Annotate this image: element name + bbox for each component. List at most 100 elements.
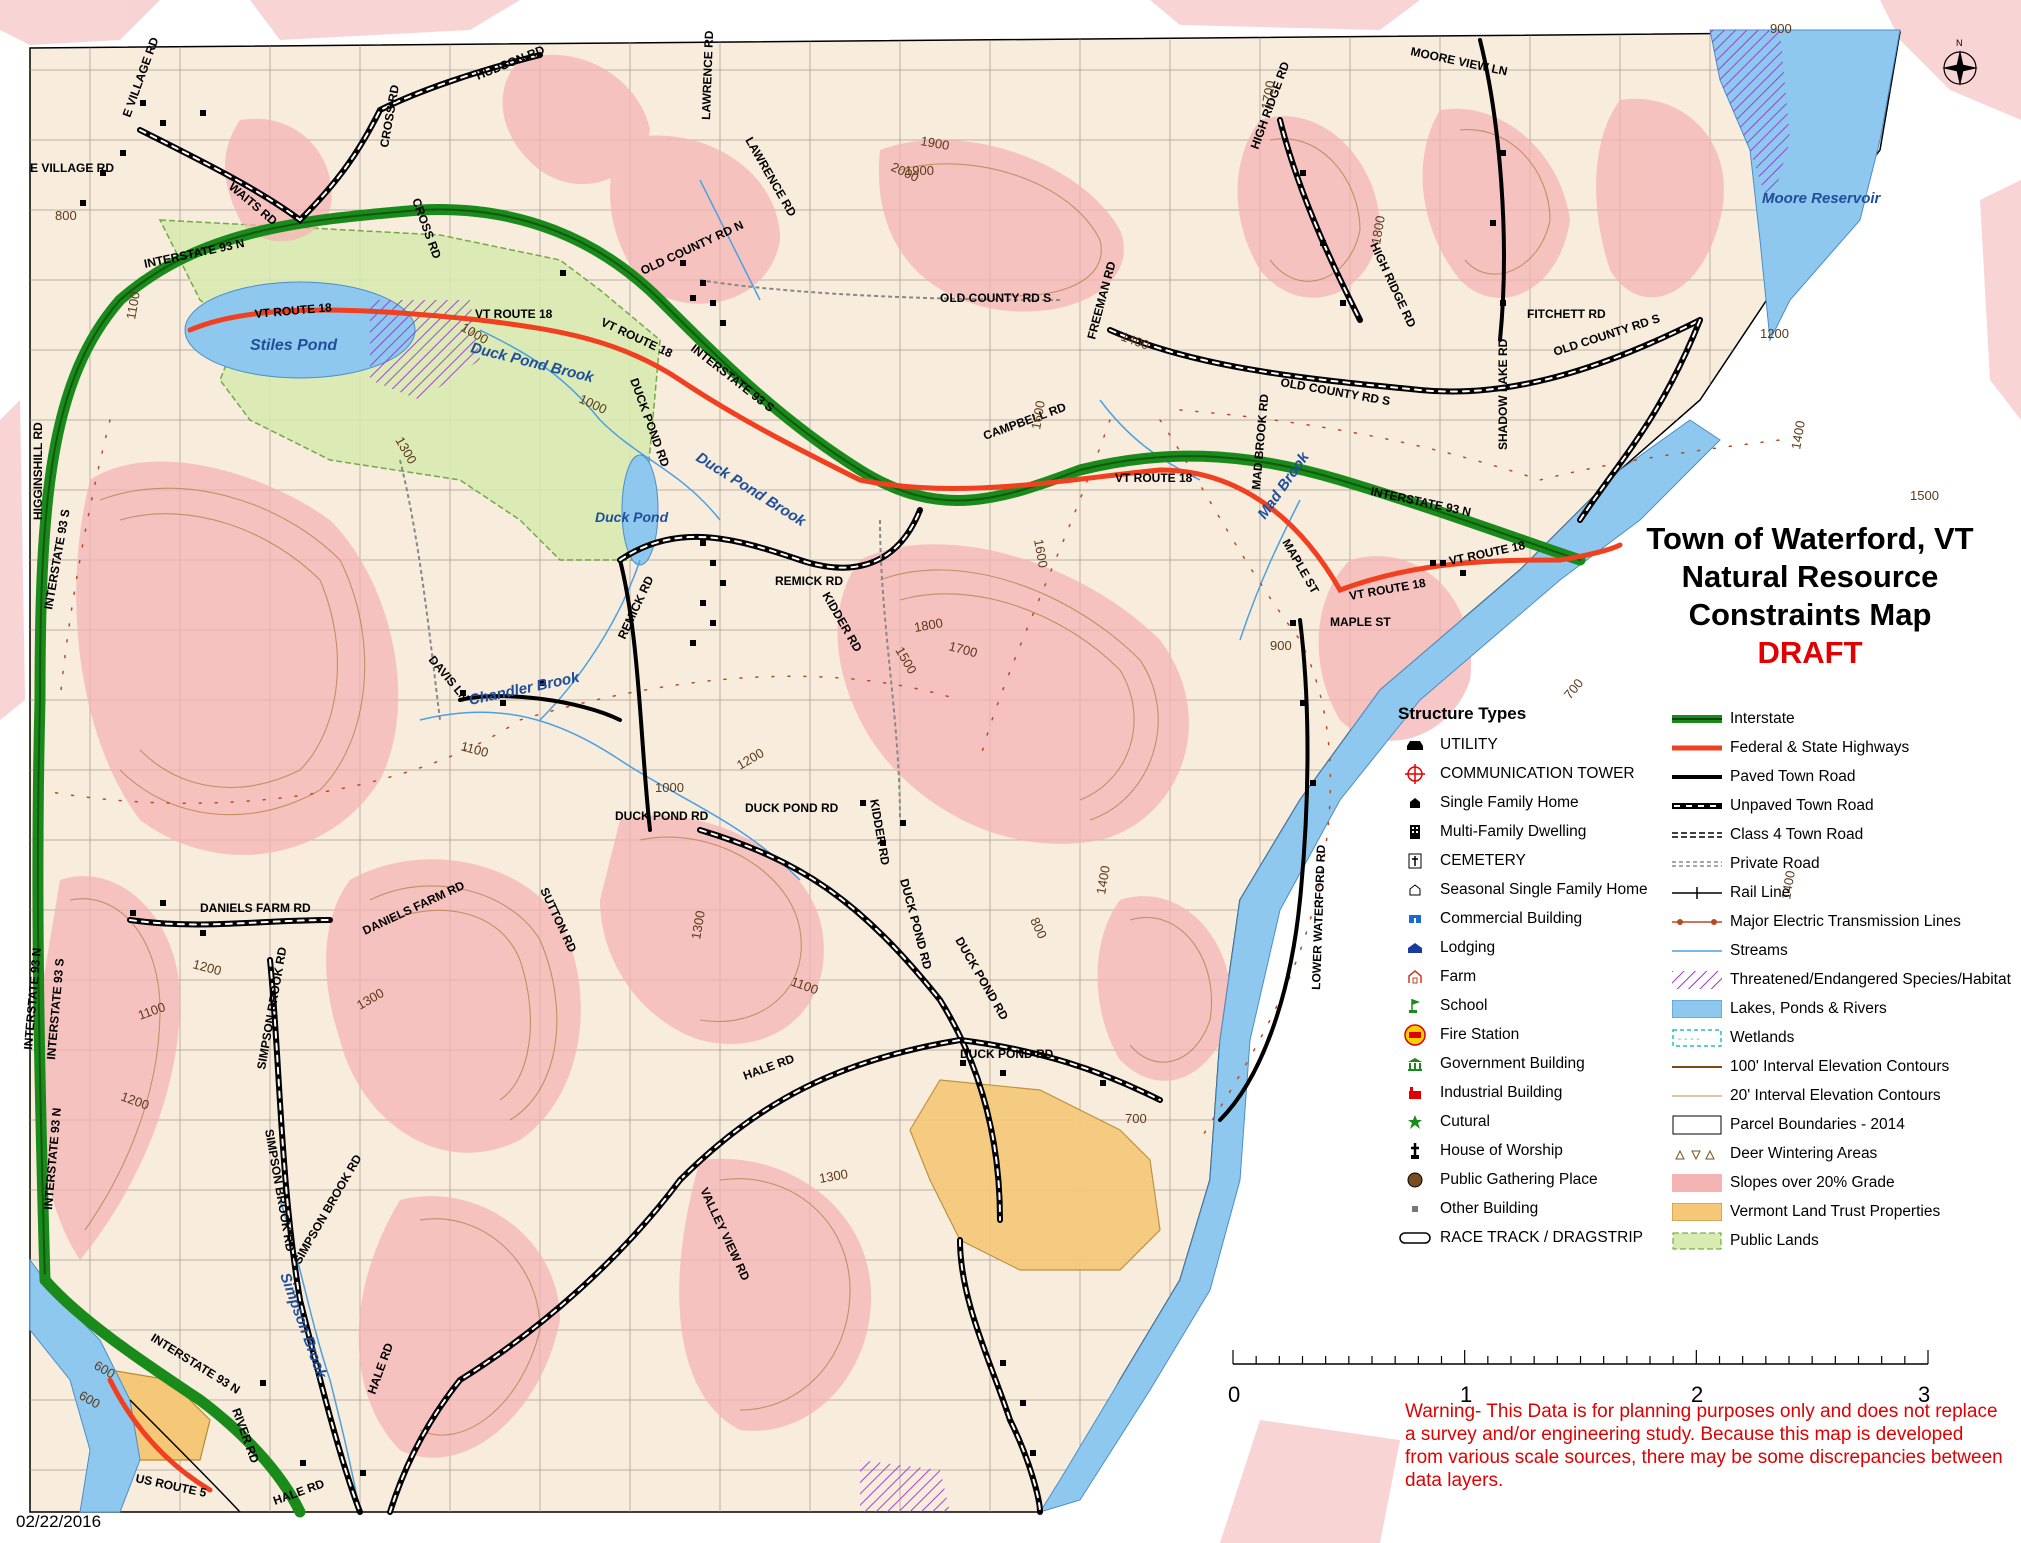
svg-text:1100: 1100: [123, 290, 143, 320]
label-higginshill-rd: HIGGINSHILL RD: [31, 422, 45, 520]
class4-road-symbol: [1672, 825, 1724, 845]
svg-text:N: N: [1956, 38, 1963, 48]
legend-item: Major Electric Transmission Lines: [1672, 907, 2012, 936]
legend-item: Lodging: [1398, 933, 1688, 962]
legend-item: Industrial Building: [1398, 1078, 1688, 1107]
private-road-symbol: [1672, 854, 1724, 874]
lower-left-river: [29, 1258, 141, 1513]
private-roads: [399, 279, 1061, 821]
steep-slopes: [36, 54, 1724, 1458]
label-duck-pond-rd-6: DUCK POND RD: [960, 1047, 1054, 1061]
legend-item: Farm: [1398, 962, 1688, 991]
legend-item: Cutural: [1398, 1107, 1688, 1136]
public-gathering-place-icon: [1398, 1170, 1432, 1190]
slope-symbol: [1672, 1173, 1724, 1193]
legend-item: House of Worship: [1398, 1136, 1688, 1165]
label-vt-route-18-b: VT ROUTE 18: [475, 307, 553, 321]
legend-item: Commercial Building: [1398, 904, 1688, 933]
legend-item: Lakes, Ponds & Rivers: [1672, 994, 2012, 1023]
label-moore-reservoir: Moore Reservoir: [1762, 190, 1882, 207]
title-line-1: Town of Waterford, VT: [1646, 521, 1974, 556]
legend-item: RACE TRACK / DRAGSTRIP: [1398, 1223, 1688, 1252]
label-lower-waterford-rd: LOWER WATERFORD RD: [1309, 844, 1328, 990]
legend-item: Federal & State Highways: [1672, 733, 2012, 762]
seasonal-home-icon: [1398, 880, 1432, 900]
north-arrow-icon: N: [1942, 38, 1978, 86]
svg-text:1600: 1600: [1028, 399, 1048, 430]
legend-item: School: [1398, 991, 1688, 1020]
label-fitchett-rd: FITCHETT RD: [1527, 307, 1606, 321]
svg-text:1200: 1200: [1760, 326, 1789, 341]
legend-item: Paved Town Road: [1672, 762, 2012, 791]
svg-text:900: 900: [1770, 21, 1792, 36]
legend-item: Single Family Home: [1398, 788, 1688, 817]
label-vt-route-18-d: VT ROUTE 18: [1115, 471, 1193, 485]
farm-icon: [1398, 967, 1432, 987]
legend-structure-types: Structure Types UTILITY COMMUNICATION TO…: [1398, 704, 1688, 1252]
svg-text:1800: 1800: [1368, 214, 1388, 245]
contour-labels: 900 1000 800 1100 1200 1300 1400 1500 16…: [55, 21, 1939, 1411]
legend-item: Slopes over 20% Grade: [1672, 1168, 2012, 1197]
svg-text:1700: 1700: [1258, 79, 1278, 110]
duck-pond: [621, 454, 659, 566]
legend-item: Unpaved Town Road: [1672, 791, 2012, 820]
label-vt-route-18-a: VT ROUTE 18: [254, 300, 333, 321]
label-duck-pond-rd-2: DUCK POND RD: [615, 809, 709, 823]
svg-text:1400: 1400: [1093, 864, 1113, 895]
habitat-symbol: [1672, 970, 1724, 990]
legend-item: 100' Interval Elevation Contours: [1672, 1052, 2012, 1081]
map-date: 02/22/2016: [16, 1512, 102, 1531]
land-trust-area: [909, 1079, 1161, 1271]
scale-label-3: 3 Miles: [1918, 1382, 1938, 1407]
label-maple-st-2: MAPLE ST: [1330, 615, 1391, 629]
contour-lines: [69, 129, 1551, 1436]
warning-note: Warning- This Data is for planning purpo…: [1405, 1401, 2003, 1491]
school-icon: [1398, 996, 1432, 1016]
legend-item: Deer Wintering Areas: [1672, 1139, 2012, 1168]
interstate-symbol: [1672, 709, 1724, 729]
fire-station-icon: [1398, 1023, 1432, 1046]
legend-item: UTILITY: [1398, 730, 1688, 759]
scale-label-0: 0: [1228, 1382, 1240, 1407]
svg-text:- - - -: - - - -: [1678, 1034, 1700, 1045]
svg-text:1900: 1900: [919, 133, 950, 153]
cemetery-icon: [1398, 851, 1432, 871]
unpaved-roads: [127, 52, 1703, 1515]
label-daniels-farm-rd-1: DANIELS FARM RD: [200, 901, 311, 915]
svg-text:1100: 1100: [459, 738, 490, 760]
svg-text:1300: 1300: [818, 1166, 849, 1186]
communication-tower-icon: [1398, 763, 1432, 784]
svg-text:1700: 1700: [947, 638, 979, 660]
cultural-icon: [1398, 1112, 1432, 1132]
label-e-village-rd: E VILLAGE RD: [30, 161, 114, 175]
unpaved-road-symbol: [1672, 796, 1724, 816]
legend-heading: Structure Types: [1398, 704, 1527, 723]
legend-features: Interstate Federal & State Highways Pave…: [1672, 704, 2012, 1255]
legend-item: Public Gathering Place: [1398, 1165, 1688, 1194]
legend-item: Seasonal Single Family Home: [1398, 875, 1688, 904]
utility-icon: [1398, 735, 1432, 755]
svg-text:1900: 1900: [905, 163, 934, 178]
other-building-icon: [1398, 1199, 1432, 1219]
legend-item: - - - -Wetlands: [1672, 1023, 2012, 1052]
label-duck-pond-rd-3: DUCK POND RD: [745, 801, 839, 815]
contour-20-symbol: [1672, 1086, 1724, 1106]
legend-item: Streams: [1672, 936, 2012, 965]
scale-label-2: 2: [1691, 1382, 1703, 1407]
water-symbol: [1672, 999, 1724, 1019]
legend-item: Multi-Family Dwelling: [1398, 817, 1688, 846]
stream-symbol: [1672, 941, 1724, 961]
legend-item: Vermont Land Trust Properties: [1672, 1197, 2012, 1226]
rail-line: [129, 1399, 241, 1513]
legend-item: Class 4 Town Road: [1672, 820, 2012, 849]
legend-item: CEMETERY: [1398, 846, 1688, 875]
legend-item: Rail Line: [1672, 878, 2012, 907]
scale-label-1: 1: [1460, 1382, 1472, 1407]
svg-text:1200: 1200: [191, 956, 223, 978]
svg-text:1400: 1400: [1788, 419, 1808, 450]
legend-item: Private Road: [1672, 849, 2012, 878]
svg-text:1400: 1400: [1778, 869, 1798, 900]
title-line-3: Constraints Map: [1688, 597, 1932, 632]
legend-item: Other Building: [1398, 1194, 1688, 1223]
